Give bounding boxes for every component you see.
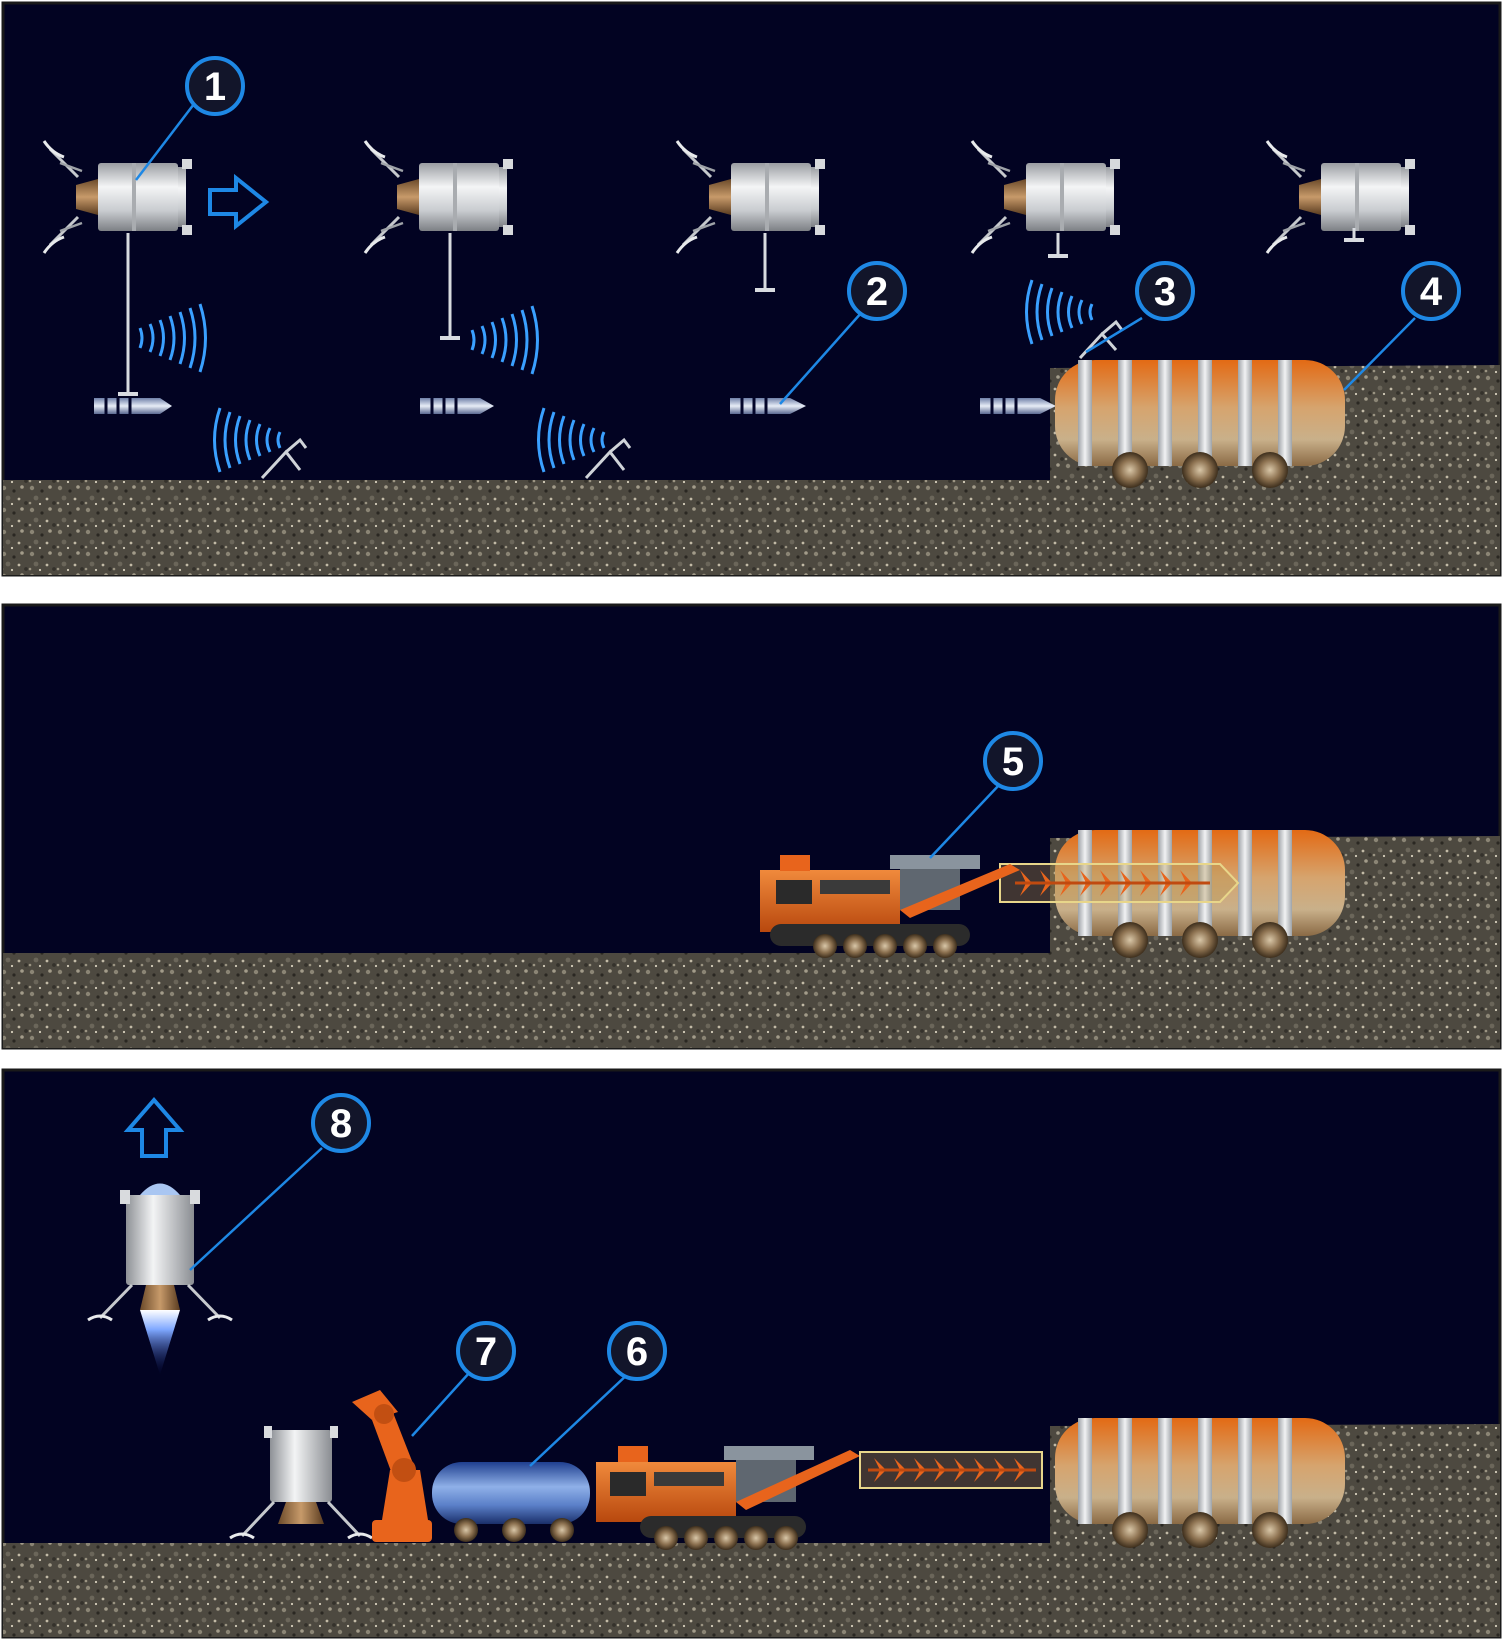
auger-icon (999, 863, 1240, 903)
panel-3-ground (3, 1543, 1500, 1637)
tank-cart-icon (432, 1462, 590, 1542)
callout-8: 8 (311, 1093, 371, 1153)
callout-7-number: 7 (475, 1330, 497, 1374)
callout-5-number: 5 (1002, 740, 1024, 784)
tether-line (126, 228, 1356, 394)
callout-2-number: 2 (866, 270, 888, 314)
panel-1 (1, 1, 1502, 577)
arrow-up-icon (123, 1096, 185, 1158)
habitat-module-icon (1055, 360, 1345, 488)
callout-leaders (135, 103, 1416, 1467)
callout-2: 2 (847, 261, 907, 321)
callout-3-number: 3 (1154, 270, 1176, 314)
callout-6: 6 (607, 1321, 667, 1381)
robot-arm-icon (352, 1390, 432, 1542)
arrow-right-icon (208, 173, 270, 231)
callout-5: 5 (983, 731, 1043, 791)
callout-6-number: 6 (626, 1330, 648, 1374)
auger-icon (859, 1451, 1043, 1489)
habitat-module-icon (1055, 1418, 1345, 1548)
ascent-vehicle-icon (87, 1183, 233, 1375)
signal-waves-icon (537, 407, 606, 473)
panel-2 (1, 603, 1502, 1050)
callout-1-number: 1 (204, 65, 226, 109)
drill-rig-icon (596, 1446, 860, 1550)
callout-1: 1 (185, 56, 245, 116)
signal-waves-icon (138, 303, 207, 373)
callout-7: 7 (456, 1321, 516, 1381)
signal-waves-icon (1025, 279, 1094, 345)
callout-3: 3 (1135, 261, 1195, 321)
panel-1-ground (3, 480, 1500, 575)
callout-4-number: 4 (1420, 270, 1443, 314)
lander-icon (229, 1426, 373, 1540)
callout-8-number: 8 (330, 1102, 352, 1146)
panel-2-ground (3, 953, 1500, 1048)
signal-waves-icon (470, 305, 539, 375)
panel-3 (1, 1068, 1502, 1639)
signal-waves-icon (213, 407, 282, 473)
drill-rig-icon (760, 855, 1020, 958)
callout-4: 4 (1401, 261, 1461, 321)
